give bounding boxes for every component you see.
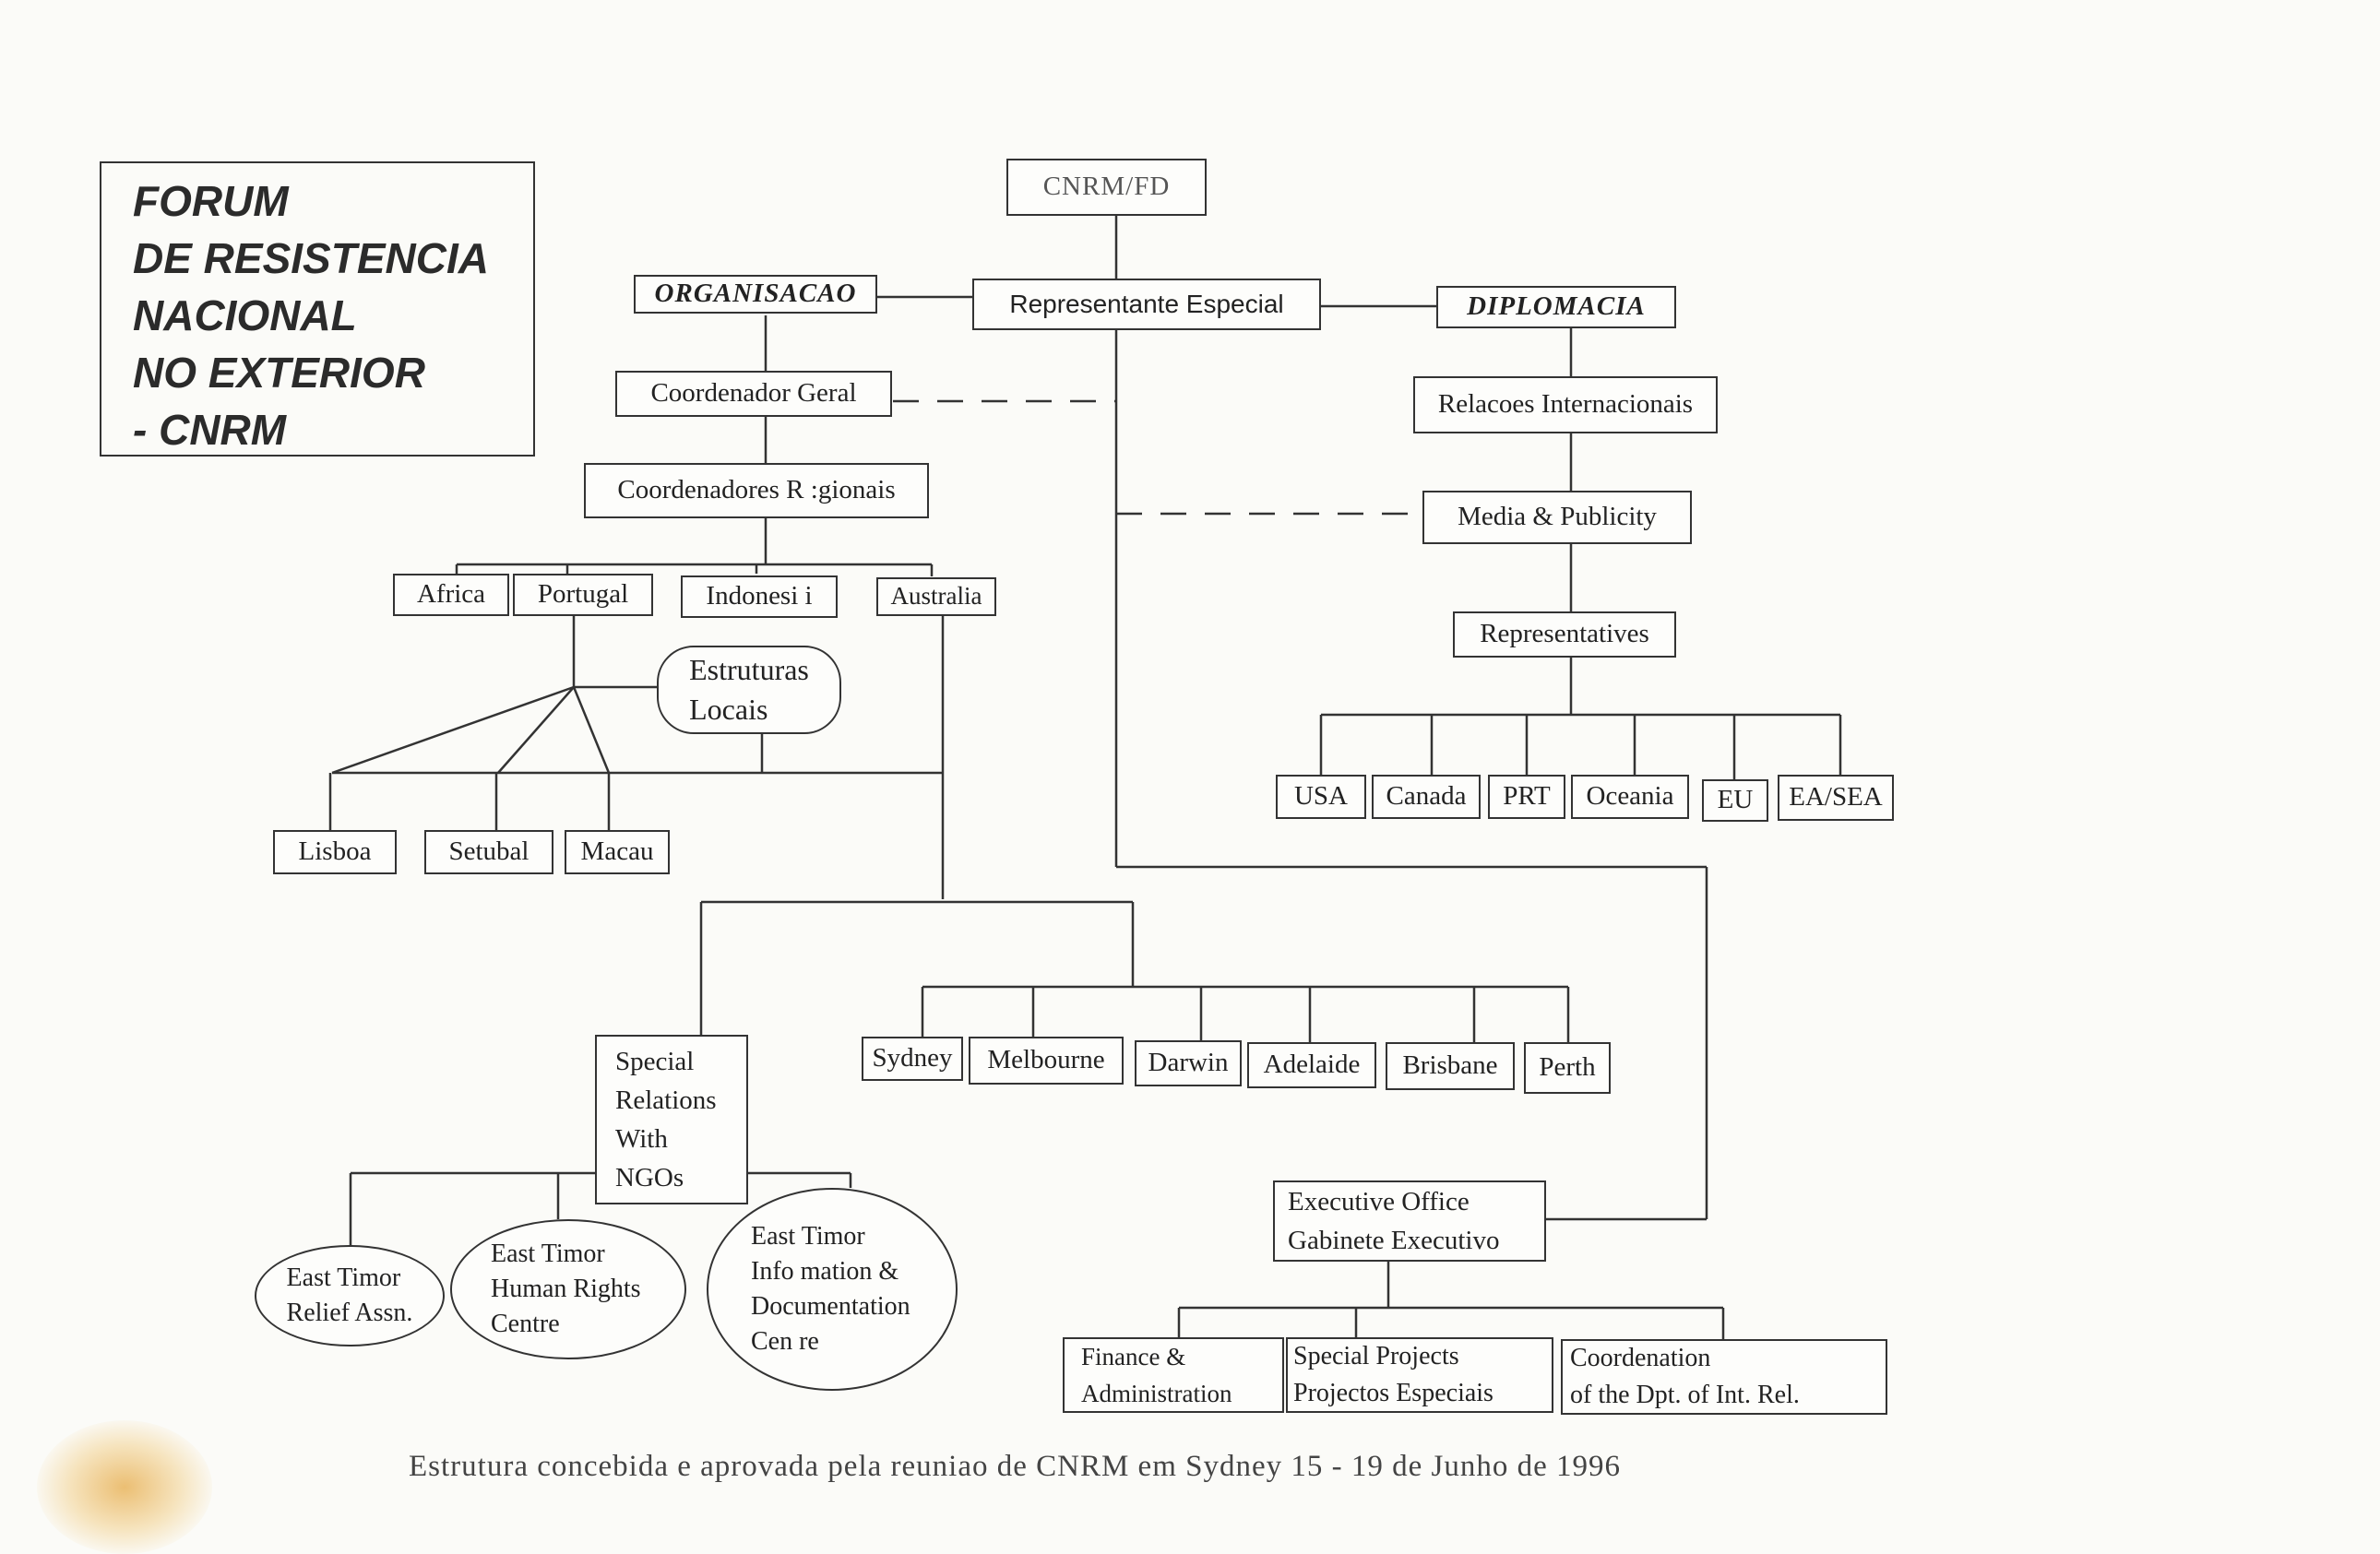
- node-east-timor-human-rights-centre: East Timor Human Rights Centre: [450, 1219, 686, 1359]
- node-sydney: Sydney: [862, 1037, 963, 1081]
- node-melbourne: Melbourne: [969, 1037, 1124, 1085]
- title-line: NACIONAL: [133, 291, 357, 339]
- diagram-caption: Estrutura concebida e aprovada pela reun…: [409, 1450, 1621, 1483]
- node-organisacao: ORGANISACAO: [634, 275, 877, 314]
- title-line: - CNRM: [133, 406, 287, 454]
- node-darwin: Darwin: [1135, 1040, 1242, 1086]
- node-special-projects: Special Projects Projectos Especiais: [1286, 1337, 1553, 1413]
- node-east-timor-relief-assn: East Timor Relief Assn.: [255, 1245, 445, 1346]
- node-representatives: Representatives: [1453, 611, 1676, 658]
- node-usa: USA: [1276, 775, 1366, 819]
- node-australia: Australia: [876, 577, 996, 616]
- node-media-publicity: Media & Publicity: [1422, 491, 1692, 544]
- node-lisboa: Lisboa: [273, 830, 397, 874]
- node-finance-administration: Finance & Administration: [1063, 1337, 1284, 1413]
- node-adelaide: Adelaide: [1247, 1042, 1376, 1088]
- node-cnrm-fd: CNRM/FD: [1006, 159, 1207, 216]
- title-line: DE RESISTENCIA: [133, 234, 489, 282]
- node-diplomacia: DIPLOMACIA: [1436, 286, 1676, 328]
- node-brisbane: Brisbane: [1386, 1042, 1515, 1090]
- node-coordenation-dpt-int-rel: Coordenation of the Dpt. of Int. Rel.: [1561, 1339, 1887, 1415]
- node-representante-especial: Representante Especial: [972, 279, 1321, 330]
- node-special-relations-ngos: Special Relations With NGOs: [595, 1035, 748, 1204]
- node-coordenador-geral: Coordenador Geral: [615, 371, 892, 417]
- forum-title-box: FORUM DE RESISTENCIA NACIONAL NO EXTERIO…: [100, 161, 535, 457]
- title-line: FORUM: [133, 177, 289, 225]
- title-line: NO EXTERIOR: [133, 349, 425, 397]
- node-relacoes-internacionais: Relacoes Internacionais: [1413, 376, 1718, 433]
- node-portugal: Portugal: [513, 574, 653, 616]
- node-setubal: Setubal: [424, 830, 553, 874]
- node-canada: Canada: [1372, 775, 1481, 819]
- node-perth: Perth: [1524, 1042, 1611, 1094]
- node-indonesia: Indonesi i: [681, 575, 838, 618]
- node-macau: Macau: [565, 830, 670, 874]
- node-prt: PRT: [1488, 775, 1565, 819]
- node-east-timor-info-documentation-centre: East Timor Info mation & Documentation C…: [707, 1188, 958, 1391]
- coffee-stain: [37, 1420, 212, 1554]
- node-ea-sea: EA/SEA: [1778, 775, 1894, 821]
- node-africa: Africa: [393, 574, 509, 616]
- node-coordenadores-regionais: Coordenadores R :gionais: [584, 463, 929, 518]
- node-estruturas-locais: Estruturas Locais: [657, 646, 841, 734]
- node-oceania: Oceania: [1571, 775, 1689, 819]
- node-eu: EU: [1702, 779, 1768, 822]
- node-executive-office: Executive Office Gabinete Executivo: [1273, 1180, 1546, 1262]
